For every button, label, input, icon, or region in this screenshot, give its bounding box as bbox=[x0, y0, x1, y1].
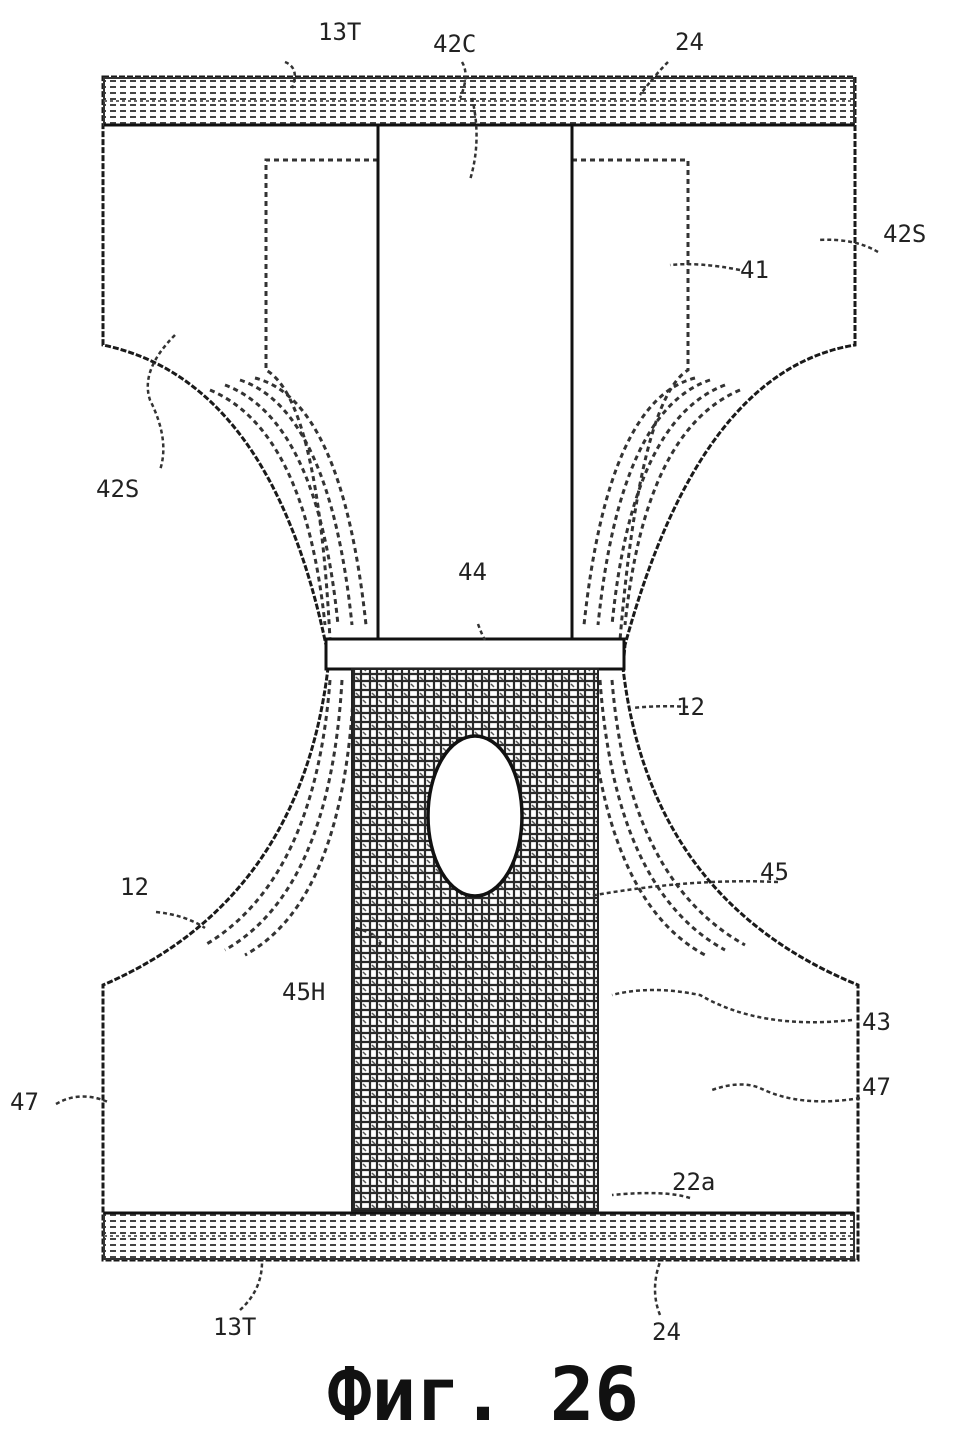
crotch-band bbox=[326, 639, 624, 669]
label-45: 45 bbox=[760, 858, 789, 886]
label-13T-top: 13T bbox=[318, 18, 361, 46]
label-41: 41 bbox=[740, 256, 769, 284]
label-44: 44 bbox=[458, 558, 487, 586]
label-47-right: 47 bbox=[862, 1073, 891, 1101]
label-42S-right: 42S bbox=[883, 220, 926, 248]
label-24-top: 24 bbox=[675, 28, 704, 56]
label-12-right: 12 bbox=[676, 693, 705, 721]
label-45H: 45H bbox=[282, 978, 325, 1006]
label-42S-left: 42S bbox=[96, 475, 139, 503]
label-13T-bottom: 13T bbox=[213, 1313, 256, 1341]
label-22a: 22a bbox=[672, 1168, 715, 1196]
label-47-left: 47 bbox=[10, 1088, 39, 1116]
figure-caption: Фиг. 26 bbox=[327, 1352, 639, 1438]
label-12-left: 12 bbox=[120, 873, 149, 901]
mesh-opening bbox=[428, 736, 522, 896]
label-24-bottom: 24 bbox=[652, 1318, 681, 1346]
label-42C: 42C bbox=[433, 30, 476, 58]
label-43: 43 bbox=[862, 1008, 891, 1036]
